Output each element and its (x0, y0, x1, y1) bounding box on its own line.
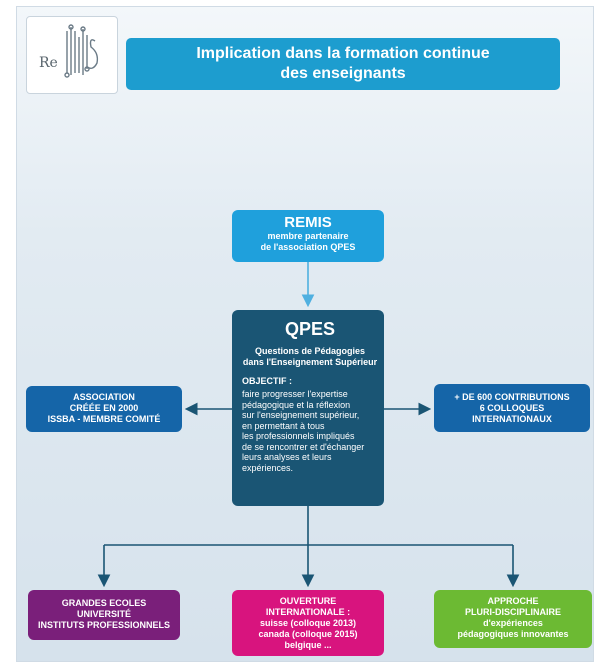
qpes-desc-line: pédagogique et la réflexion (242, 399, 351, 410)
contributions-line: + DE 600 CONTRIBUTIONS (454, 392, 570, 402)
association-box: ASSOCIATION CRÉÉE EN 2000 ISSBA - MEMBRE… (26, 386, 182, 432)
contributions-box: + DE 600 CONTRIBUTIONS 6 COLLOQUES INTER… (434, 384, 590, 432)
contributions-line: 6 COLLOQUES (479, 403, 545, 413)
ouverture-line: INTERNATIONALE : (265, 607, 351, 617)
title-line-2: des enseignants (280, 65, 406, 82)
qpes-desc-line: sur l'enseignement supérieur, (242, 410, 360, 420)
title-line-1: Implication dans la formation continue (196, 45, 490, 62)
grandes-ecoles-line: GRANDES ECOLES (61, 598, 147, 608)
qpes-description: faire progresser l'expertise pédagogique… (242, 389, 378, 473)
remis-box: REMIS membre partenaire de l'association… (232, 210, 384, 262)
page-title: Implication dans la formation continue d… (126, 38, 560, 90)
approche-box: APPROCHE PLURI-DISCIPLINAIRE d'expérienc… (434, 590, 592, 648)
remis-title: REMIS (284, 214, 332, 231)
qpes-subtitle-line-2: dans l'Enseignement Supérieur (242, 357, 378, 367)
qpes-desc-line: expériences. (242, 462, 294, 473)
approche-line: APPROCHE (487, 596, 539, 606)
approche-line: PLURI-DISCIPLINAIRE (464, 607, 561, 617)
ouverture-box: OUVERTURE INTERNATIONALE : suisse (collo… (232, 590, 384, 656)
ouverture-line: canada (colloque 2015) (258, 629, 358, 639)
association-line: CRÉÉE EN 2000 (69, 403, 139, 413)
remis-line-2: de l'association QPES (260, 242, 356, 252)
contributions-line: INTERNATIONAUX (472, 414, 552, 424)
qpes-box: QPES Questions de Pédagogies dans l'Ense… (232, 310, 384, 506)
qpes-subtitle: Questions de Pédagogies dans l'Enseignem… (242, 346, 378, 368)
ouverture-line: OUVERTURE (279, 596, 337, 606)
grandes-ecoles-box: GRANDES ECOLES UNIVERSITÉ INSTITUTS PROF… (28, 590, 180, 640)
qpes-title: QPES (284, 319, 336, 339)
ouverture-line: suisse (colloque 2013) (259, 618, 357, 628)
qpes-subtitle-line-1: Questions de Pédagogies (254, 346, 366, 356)
qpes-desc-line: faire progresser l'expertise (242, 389, 348, 399)
qpes-desc-line: les professionnels impliqués (242, 431, 355, 441)
qpes-desc-line: leurs analyses et leurs (242, 452, 332, 462)
association-line: ASSOCIATION (73, 392, 135, 402)
remis-line-1: membre partenaire (267, 231, 349, 241)
qpes-desc-line: en permettant à tous (242, 420, 325, 431)
approche-line: pédagogiques innovantes (457, 629, 569, 639)
remis-logo: Re (26, 16, 118, 94)
qpes-objective-label: OBJECTIF : (242, 376, 293, 386)
association-line: ISSBA - MEMBRE COMITÉ (47, 414, 161, 424)
approche-line: d'expériences (483, 618, 543, 628)
qpes-desc-line: de se rencontrer et d'échanger (242, 441, 365, 452)
grandes-ecoles-line: INSTITUTS PROFESSIONNELS (37, 620, 170, 630)
ouverture-line: belgique ... (284, 640, 332, 650)
logo-text: Re (39, 55, 58, 71)
grandes-ecoles-line: UNIVERSITÉ (76, 609, 131, 619)
remis-logo-icon (64, 24, 99, 78)
